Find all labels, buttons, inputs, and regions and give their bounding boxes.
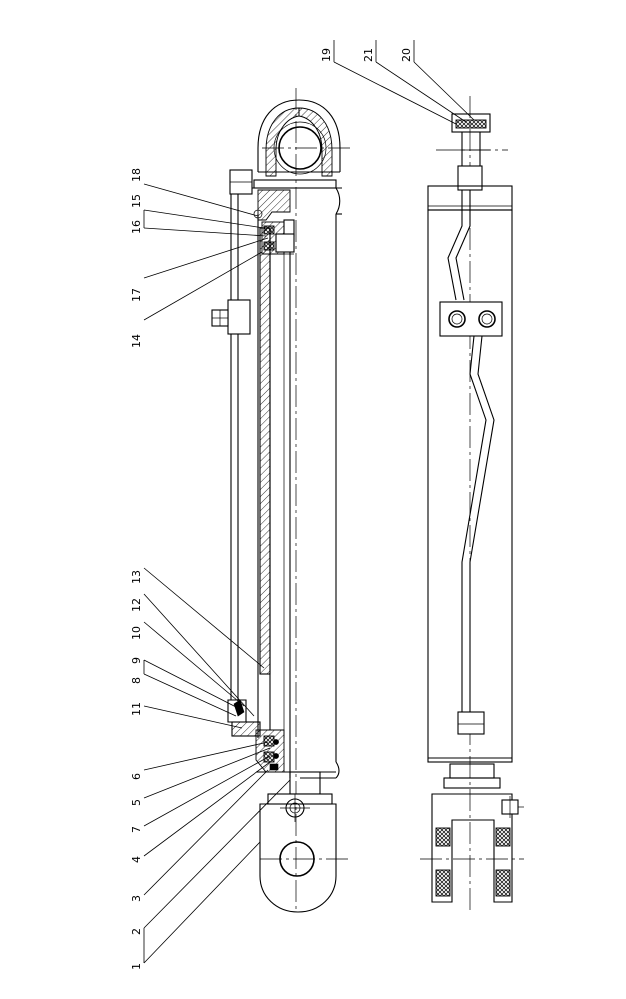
part-label: 7 [130,826,143,833]
part-labels: 1 2 3 4 7 5 6 11 8 9 10 12 13 14 17 16 1… [130,48,413,970]
part-label: 9 [130,657,143,664]
part-label: 8 [130,677,143,684]
part-label: 4 [130,856,143,863]
part-label: 12 [130,598,143,612]
part-label: 5 [130,799,143,806]
part-label: 3 [130,895,143,902]
part-label: 15 [130,194,143,208]
external-oil-tube-path [439,190,503,735]
front-gland [227,699,340,779]
part-label: 2 [130,928,143,935]
part-label: 19 [320,48,333,62]
top-eye-end [436,113,508,191]
part-label: 13 [130,570,143,584]
part-label: 18 [130,168,143,182]
part-label: 20 [400,48,413,62]
rear-clevis [257,99,352,177]
external-clevis-fork [420,763,524,903]
part-label: 16 [130,220,143,234]
tube-clamp [227,299,251,335]
sectional-view [211,88,352,913]
part-label: 11 [130,702,143,716]
external-view [420,96,524,912]
part-label: 14 [130,334,143,348]
piston-assembly [261,219,295,255]
external-oil-tube [211,194,251,700]
balloon-underlines [143,40,415,940]
part-label: 6 [130,773,143,780]
leader-lines [143,61,475,964]
cylinder-barrel [257,214,337,778]
part-label: 1 [130,963,143,970]
part-label: 17 [130,288,143,302]
front-clevis [259,771,352,913]
part-label: 21 [362,48,375,62]
part-label: 10 [130,626,143,640]
